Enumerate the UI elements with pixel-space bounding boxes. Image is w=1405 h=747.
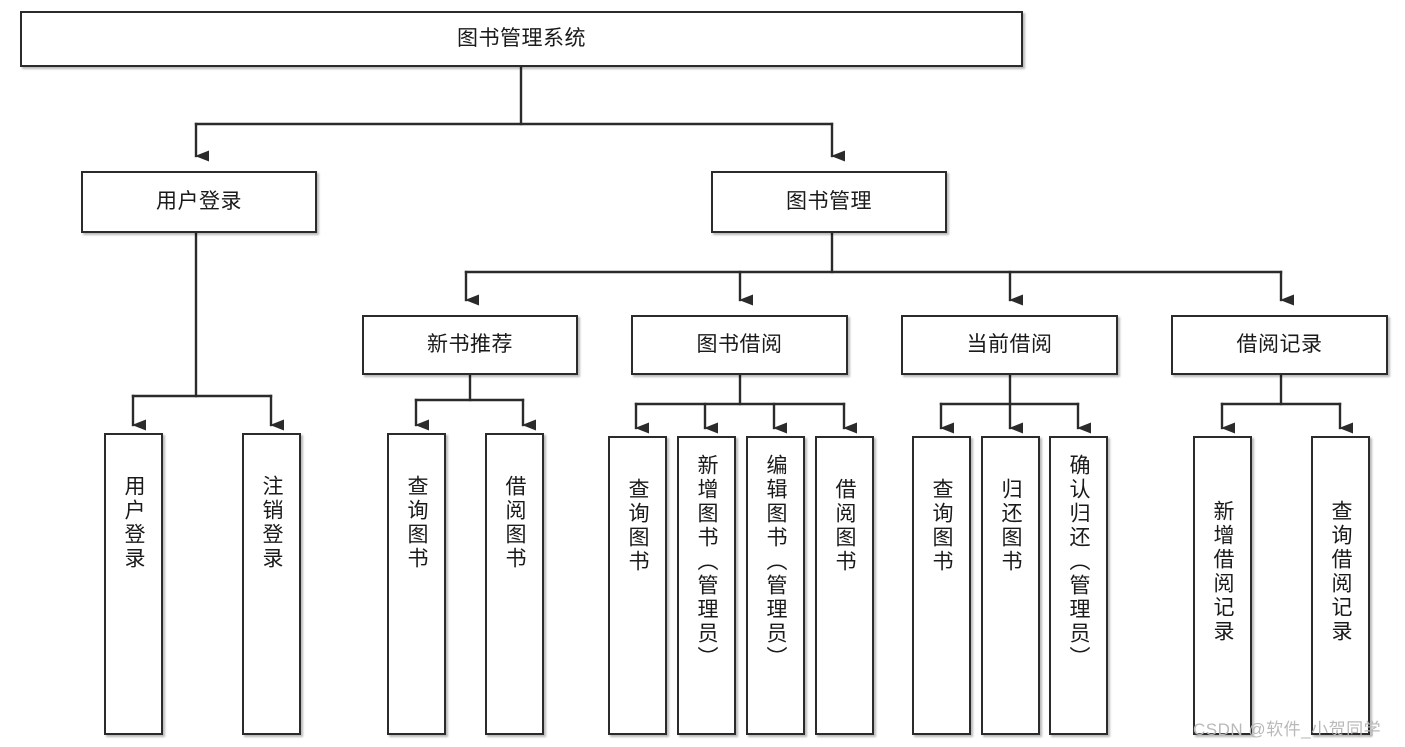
leaf-book-borrow-borrow-book[interactable]: 借阅图书 [815,436,874,735]
node-label: 查询图书 [405,475,428,571]
leaf-book-borrow-add-book-admin[interactable]: 新增图书（管理员） [677,436,736,735]
node-label: 用户登录 [156,189,242,213]
node-label: 图书管理系统 [457,26,586,50]
leaf-new-book-borrow-book[interactable]: 借阅图书 [485,433,544,735]
node-label: 归还图书 [999,478,1022,574]
node-label: 查询图书 [626,478,649,574]
node-label: 当前借阅 [966,332,1053,356]
node-label: 借阅图书 [503,475,526,571]
node-label: 查询借阅记录 [1329,500,1352,644]
node-label: 图书管理 [786,189,872,213]
node-label: 新增图书（管理员） [695,454,718,670]
leaf-current-borrow-query-book[interactable]: 查询图书 [912,436,971,735]
node-label: 确认归还（管理员） [1067,454,1090,670]
node-label: 图书借阅 [696,332,783,356]
node-label: 借阅图书 [833,478,856,574]
node-root-book-management-system[interactable]: 图书管理系统 [20,11,1023,67]
leaf-borrow-record-add-record[interactable]: 新增借阅记录 [1193,436,1252,735]
node-label: 用户登录 [122,475,145,571]
leaf-current-borrow-confirm-return-admin[interactable]: 确认归还（管理员） [1049,436,1108,735]
leaf-current-borrow-return-book[interactable]: 归还图书 [981,436,1040,735]
node-label: 新增借阅记录 [1211,500,1234,644]
node-borrow-record[interactable]: 借阅记录 [1171,315,1388,375]
node-label: 注销登录 [260,475,283,571]
leaf-user-login-logout[interactable]: 注销登录 [242,433,301,735]
leaf-new-book-query-book[interactable]: 查询图书 [387,433,446,735]
leaf-book-borrow-edit-book-admin[interactable]: 编辑图书（管理员） [746,436,805,735]
node-label: 借阅记录 [1236,332,1323,356]
leaf-user-login-login[interactable]: 用户登录 [104,433,163,735]
node-user-login[interactable]: 用户登录 [81,171,317,233]
node-current-borrow[interactable]: 当前借阅 [901,315,1118,375]
leaf-book-borrow-query-book[interactable]: 查询图书 [608,436,667,735]
node-label: 编辑图书（管理员） [764,454,787,670]
leaf-borrow-record-query-record[interactable]: 查询借阅记录 [1311,436,1370,735]
csdn-watermark: CSDN @软件_小贺同学 [1193,720,1382,739]
node-book-borrow[interactable]: 图书借阅 [631,315,848,375]
node-book-management[interactable]: 图书管理 [711,171,947,233]
node-label: 新书推荐 [427,332,513,356]
node-label: 查询图书 [930,478,953,574]
node-new-book-recommend[interactable]: 新书推荐 [362,315,578,375]
